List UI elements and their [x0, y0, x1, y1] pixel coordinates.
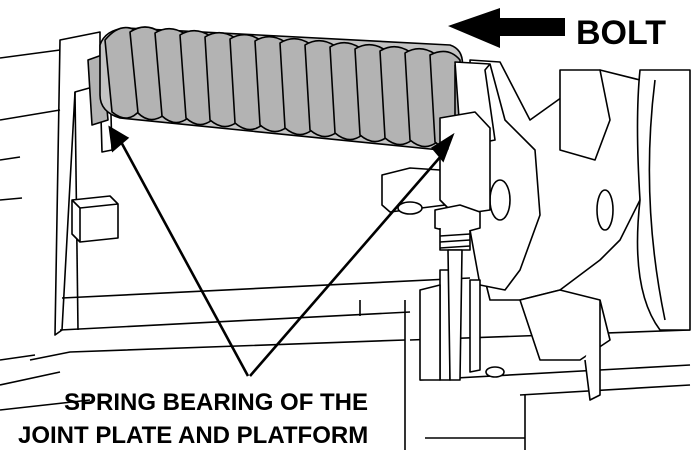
- bolt-label: BOLT: [576, 14, 666, 52]
- bolt-direction-arrow: [448, 8, 565, 48]
- callout-line-1: SPRING BEARING OF THE: [64, 389, 368, 416]
- joint-plate-assembly: [381, 59, 691, 401]
- coil-spring: [87, 26, 472, 151]
- callout-line-2: JOINT PLATE AND PLATFORM: [18, 422, 368, 449]
- callout-leaders: [108, 125, 455, 377]
